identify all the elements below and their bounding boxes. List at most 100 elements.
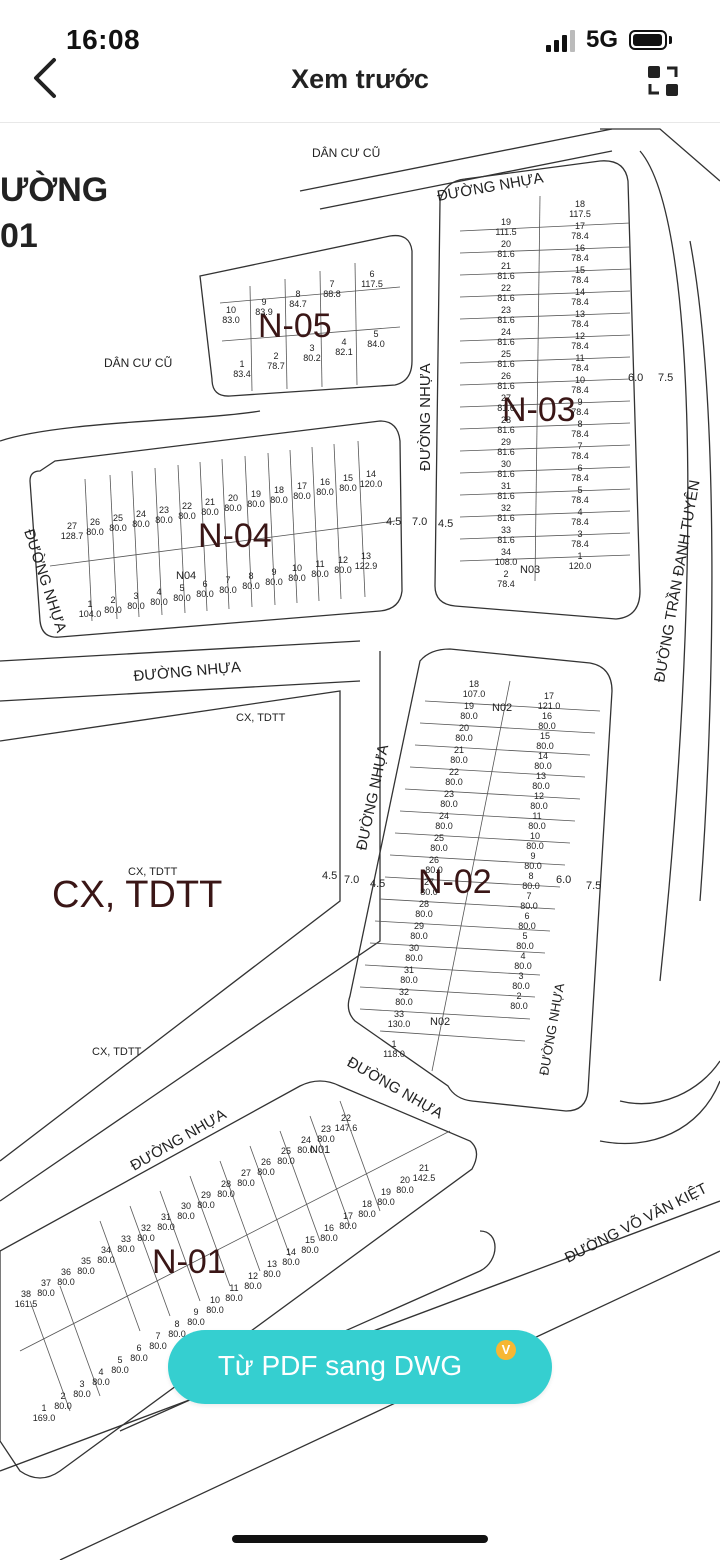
battery-nub [669,36,672,44]
block-label-n05: N-05 [258,307,332,345]
pdf-to-dwg-label: Từ PDF sang DWG [217,1350,463,1381]
label-cx-tdtt-main: CX, TDTT [52,874,222,916]
convert-icon[interactable] [646,64,680,98]
road-width: 4.5 [386,516,401,528]
road-label-n03-left: ĐƯỜNG NHỰA [417,363,434,471]
road-width: 6.0 [556,874,571,886]
label-dan-cu-cu-top: DÂN CƯ CŨ [312,145,380,160]
label-dan-cu-cu-left: DÂN CƯ CŨ [104,355,172,370]
road-width: 7.5 [586,880,601,892]
signal-icon [546,30,575,52]
home-indicator[interactable] [232,1535,488,1543]
network-type: 5G [586,26,619,53]
road-label-n04-bottom: ĐƯỜNG NHỰA [133,659,242,685]
drawing-preview[interactable]: ƯỜNG 01 DÂN CƯ CŨ DÂN CƯ CŨ ĐƯỜNG NHỰA Đ… [0,122,720,1560]
road-label-n01-top: ĐƯỜNG NHỰA [128,1106,230,1175]
road-width: 7.0 [344,874,359,886]
edge-road-code: 01 [0,217,38,255]
road-width: 4.5 [370,878,385,890]
road-label-tran-danh-tuyen: ĐƯỜNG TRẦN ĐANH TUYÊN [651,479,703,684]
label-cx-tdtt: CX, TDTT [128,866,178,878]
pdf-to-dwg-button[interactable]: Từ PDF sang DWG [168,1330,552,1404]
chevron-left-icon[interactable] [30,56,60,100]
edge-road-name: ƯỜNG [0,171,108,209]
